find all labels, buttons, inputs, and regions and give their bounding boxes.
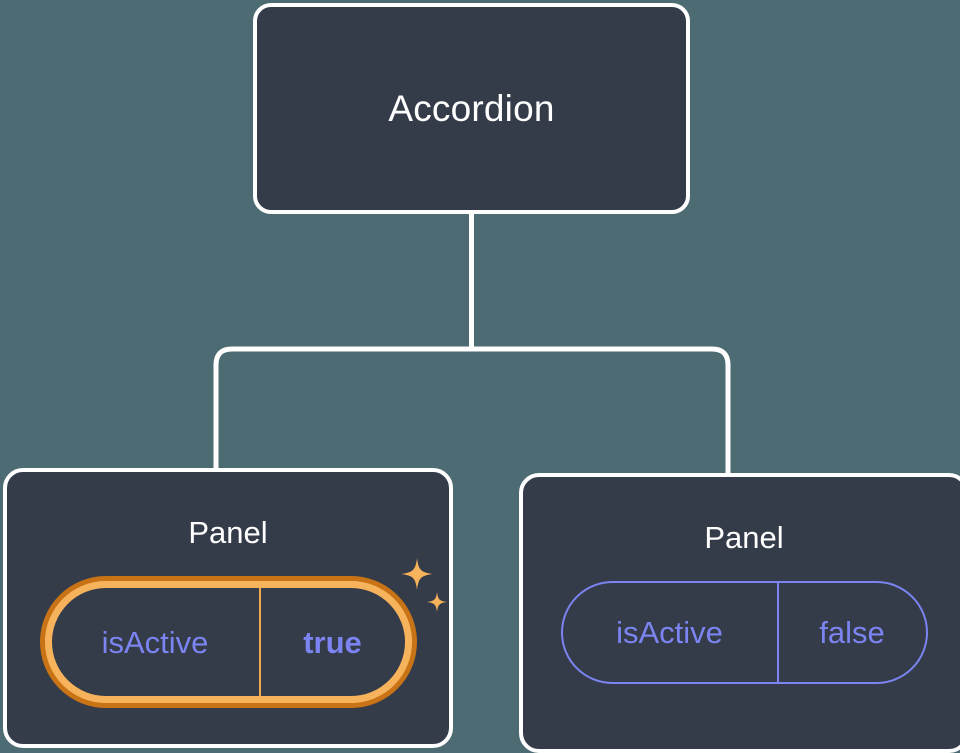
tree-node-accordion[interactable]: Accordion [253, 3, 690, 214]
tree-node-panel-active[interactable]: Panel isActive true [3, 468, 453, 748]
tree-node-panel-inactive[interactable]: Panel isActive false [519, 473, 960, 753]
prop-pill-wrapper: isActive true [39, 558, 447, 708]
prop-value: true [258, 588, 405, 696]
node-title: Panel [704, 520, 784, 555]
prop-pill-isactive-false[interactable]: isActive false [560, 581, 928, 684]
prop-key: isActive [101, 624, 209, 660]
prop-pill-wrapper: isActive false [560, 581, 928, 684]
component-tree-diagram: Accordion Panel isActive true Panel isAc… [3, 3, 960, 753]
node-title: Panel [188, 515, 268, 550]
prop-pill-isactive-true[interactable]: isActive true [39, 576, 417, 708]
connector-branch-bar [213, 346, 731, 473]
prop-key: isActive [616, 615, 723, 650]
node-title: Accordion [388, 88, 555, 129]
prop-value: false [776, 583, 926, 682]
